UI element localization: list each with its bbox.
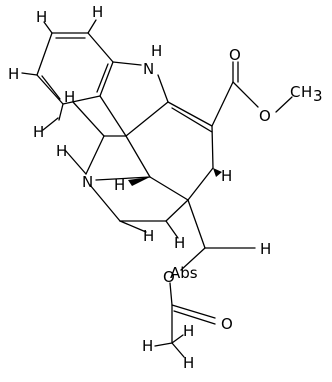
atom-label-o-acetyl: O (221, 315, 233, 333)
atom-label-ch3-ester-c: C (290, 83, 300, 101)
atom-label-ch3-ester-sub: 3 (313, 87, 323, 105)
atom-label-h-stereo-right: H (221, 167, 232, 185)
wedge-bond-right (213, 168, 222, 177)
atom-label-h-left-lower: H (33, 123, 44, 141)
atom-label-h-ch3-right: H (260, 240, 271, 258)
atom-label-nh: N (143, 60, 154, 78)
atom-label-h-top-left: H (36, 8, 47, 26)
atom-label-h-mid-left: H (64, 88, 75, 106)
atom-label-abs: Abs (170, 264, 198, 282)
wedge-bond-left (128, 177, 150, 186)
atom-label-h-stereo-left: H (114, 176, 125, 194)
atom-label-h-ch2-left: H (143, 227, 154, 245)
atom-label-ch3-ester-h: H (301, 83, 312, 101)
atom-label-o-ester: O (259, 107, 271, 125)
atom-label-h-ch3-left: H (142, 337, 153, 355)
atom-label-o-acetoxy: O (163, 268, 175, 286)
atom-label-nh-h: H (151, 42, 162, 60)
bond-lines (21, 19, 293, 358)
atom-label-h-top: H (92, 3, 103, 21)
atom-label-h-ch3-bottom: H (183, 354, 194, 372)
atom-label-h-ch2-right: H (174, 234, 185, 252)
atom-label-h-ch3-top: H (183, 322, 194, 340)
atom-label-n-tertiary: N (82, 173, 93, 191)
atom-label-h-left: H (8, 65, 19, 83)
atom-label-o-carbonyl-ester: O (229, 46, 241, 64)
atom-label-h-ring: H (56, 142, 67, 160)
